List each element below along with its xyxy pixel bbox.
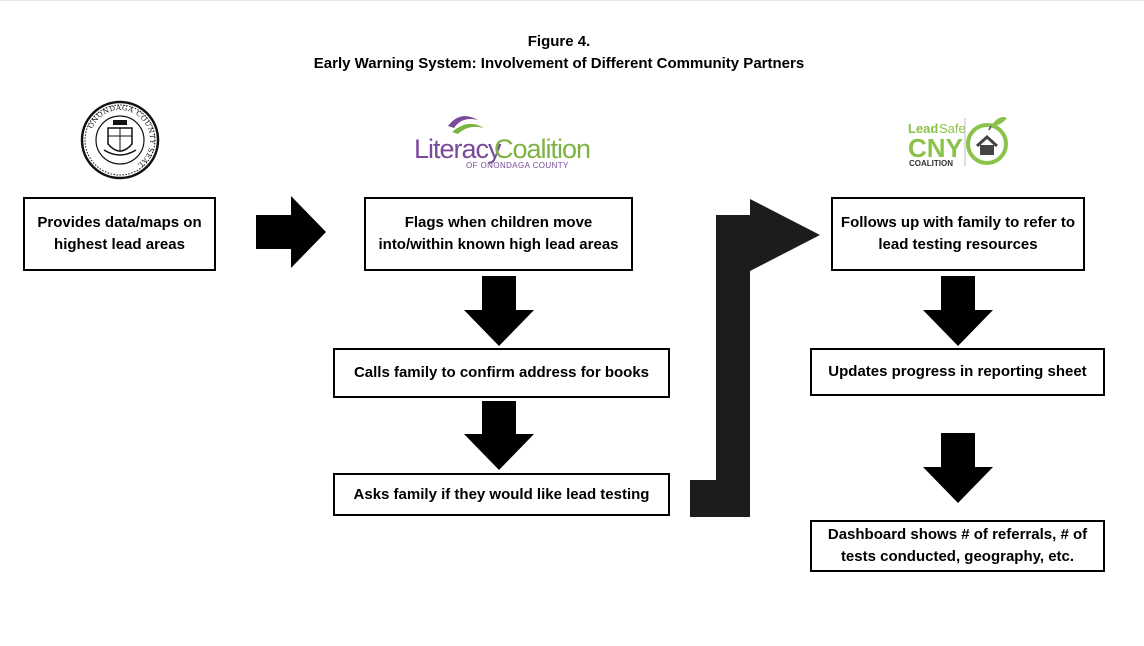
figure-title: Early Warning System: Involvement of Dif… — [313, 55, 805, 72]
onondaga-county-seal-logo: ONONDAGA COUNTY SEAL — [80, 100, 160, 180]
down-arrow-2 — [464, 401, 534, 470]
asks-family-box: Asks family if they would like lead test… — [333, 473, 670, 516]
down-arrow-4 — [923, 433, 993, 503]
top-border — [0, 0, 1144, 1]
county-data-box: Provides data/maps on highest lead areas — [23, 197, 216, 271]
flags-box: Flags when children move into/within kno… — [364, 197, 633, 271]
right-arrow-1 — [256, 196, 326, 268]
updates-progress-box: Updates progress in reporting sheet — [810, 348, 1105, 396]
literacy-coalition-logo: Literacy Coalition OF ONONDAGA COUNTY — [414, 116, 591, 170]
coalition-small-word: COALITION — [909, 159, 953, 168]
dashboard-box: Dashboard shows # of referrals, # of tes… — [810, 520, 1105, 572]
lead-word: Lead — [908, 121, 938, 136]
follows-up-box: Follows up with family to refer to lead … — [831, 197, 1085, 271]
literacy-word: Literacy — [414, 134, 502, 164]
calls-family-box: Calls family to confirm address for book… — [333, 348, 670, 398]
down-arrow-3 — [923, 276, 993, 346]
coalition-word: Coalition — [494, 134, 590, 164]
figure-number: Figure 4. — [527, 33, 591, 50]
leadsafe-cny-logo: Lead Safe CNY COALITION — [908, 117, 1008, 168]
safe-word: Safe — [939, 121, 966, 136]
literacy-subtitle: OF ONONDAGA COUNTY — [466, 161, 569, 170]
connector-arrow — [690, 199, 820, 517]
down-arrow-1 — [464, 276, 534, 346]
cny-word: CNY — [908, 133, 963, 163]
